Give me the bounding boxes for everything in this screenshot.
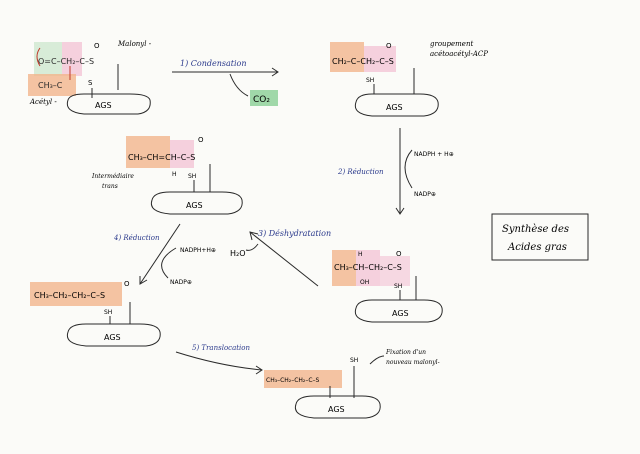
h-label: H (358, 251, 363, 258)
s-label: S (88, 79, 93, 87)
acetyl-annotation: Acétyl - (29, 98, 57, 106)
title-line-2: Acides gras (507, 242, 567, 253)
title-border (492, 214, 588, 260)
sh-label: SH (104, 309, 112, 316)
nadp-label: NADP⊕ (414, 191, 436, 198)
ags-label-3: AGS (186, 201, 203, 210)
nadp-label: NADP⊕ (170, 279, 192, 286)
step-4-label: 4) Réduction (113, 234, 160, 242)
step-4-reduction: 4) Réduction NADPH+H⊕ NADP⊕ (113, 224, 216, 286)
ags-label-6: AGS (328, 405, 345, 414)
oxo-label: O (124, 280, 130, 288)
step-1-condensation: 1) Condensation CO₂ (172, 59, 278, 106)
step-3-arrow (250, 232, 318, 286)
sh-label: SH (366, 77, 374, 84)
mol2-chain: CH₂–C–CH₂–C–S (332, 57, 394, 66)
highlight-orange (126, 136, 170, 168)
molecule-6: CH₃–CH₂–CH₂–C–S SH AGS Fixation d'un nou… (264, 349, 440, 418)
molecule-4: CH₃–CH–CH₂–C–S H OH O SH AGS (332, 250, 442, 322)
water-label: H₂O (230, 249, 246, 258)
acetoacetyl-annotation: acétoacétyl-ACP (430, 50, 488, 58)
oxo-label: O (386, 42, 392, 50)
step-3-label: 3) Déshydratation (258, 229, 331, 238)
mol4-chain: CH₃–CH–CH₂–C–S (334, 263, 402, 272)
ags-label-4: AGS (392, 309, 409, 318)
cofactor-arrow (162, 248, 176, 278)
sh-label: SH (394, 283, 402, 290)
sh-label: SH (350, 357, 358, 364)
nadph-label: NADPH + H⊕ (414, 151, 454, 158)
groupement-annotation: groupement (430, 40, 473, 48)
step-5-translocation: 5) Translocation (176, 344, 262, 374)
trans-annotation: trans (102, 183, 118, 190)
h-label: H (172, 171, 177, 178)
oxo-label: O (198, 136, 204, 144)
fixation-pointer (370, 356, 384, 364)
step-1-label: 1) Condensation (180, 59, 246, 68)
sh-label: SH (188, 173, 196, 180)
malonyl-annotation: Malonyl - (117, 40, 152, 48)
oxo-label: O (94, 42, 100, 50)
title-box: Synthèse des Acides gras (492, 214, 588, 260)
water-arrow (246, 244, 258, 250)
molecule-3: CH₃–CH=CH–C–S O H SH AGS Intermédiaire t… (91, 136, 242, 214)
step-4-arrow (140, 224, 180, 284)
step-2-label: 2) Réduction (337, 168, 384, 176)
mol1-acetyl-chain: CH₃–C (38, 81, 63, 90)
ags-label-2: AGS (386, 103, 403, 112)
fixation-annotation: Fixation d'un (385, 349, 426, 356)
step-5-arrow (176, 352, 262, 370)
molecule-5: CH₃–CH₂–CH₂–C–S O SH AGS (30, 280, 160, 346)
co2-release-arrow (230, 74, 248, 96)
nadph-label: NADPH+H⊕ (180, 247, 216, 254)
step-3-dehydration: 3) Déshydratation H₂O (230, 229, 331, 286)
title-line-1: Synthèse des (502, 224, 569, 235)
co2-label: CO₂ (253, 95, 270, 105)
step-2-reduction: 2) Réduction NADPH + H⊕ NADP⊕ (337, 128, 454, 214)
mol6-chain: CH₃–CH₂–CH₂–C–S (266, 377, 320, 384)
molecule-1: O=C–CH₂–C–S CH₃–C O S AGS Malonyl - Acét… (28, 40, 152, 114)
molecule-2: CH₂–C–CH₂–C–S O SH AGS groupement acétoa… (330, 40, 488, 116)
step-5-label: 5) Translocation (192, 344, 251, 352)
mol5-chain: CH₃–CH₂–CH₂–C–S (34, 291, 105, 300)
cofactor-arrow (405, 150, 412, 188)
intermediaire-annotation: Intermédiaire (91, 173, 134, 180)
oh-label: OH (360, 279, 369, 286)
mol1-top-chain: O=C–CH₂–C–S (38, 57, 94, 66)
ags-label-1: AGS (95, 101, 112, 110)
oxo-label: O (396, 250, 402, 258)
mol3-chain: CH₃–CH=CH–C–S (128, 153, 195, 162)
nouveau-annotation: nouveau malonyl- (386, 359, 440, 366)
ags-label-5: AGS (104, 333, 121, 342)
